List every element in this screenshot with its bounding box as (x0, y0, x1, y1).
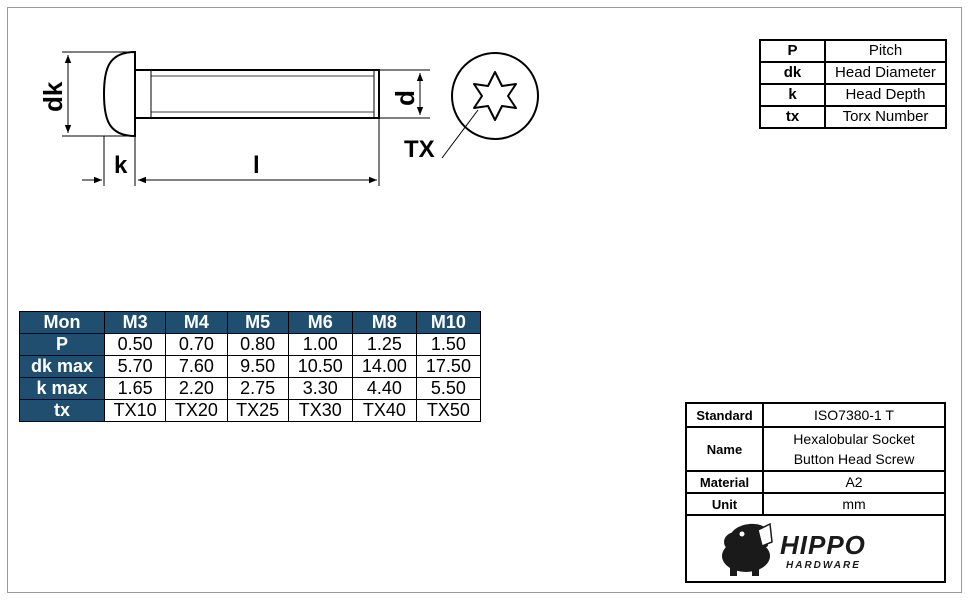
d-label: d (390, 90, 420, 106)
spec-cell: 1.00 (287, 333, 353, 356)
size-header: M6 (287, 311, 353, 334)
info-row: Unit mm (685, 492, 946, 516)
spec-cell: TX40 (351, 399, 417, 422)
spec-row: k max 1.65 2.20 2.75 3.30 4.40 5.50 (19, 377, 482, 400)
spec-table: Mon M3 M4 M5 M6 M8 M10 P 0.50 0.70 0.80 … (19, 311, 482, 422)
spec-cell: 0.80 (226, 333, 289, 356)
info-row: Name Hexalobular Socket Button Head Scre… (685, 426, 946, 472)
material-key: Material (685, 470, 764, 494)
info-row: Standard ISO7380-1 T (685, 402, 946, 428)
spec-cell: 14.00 (351, 355, 417, 378)
size-header: M5 (226, 311, 289, 334)
spec-cell: 5.50 (415, 377, 482, 400)
torx-head-view (451, 52, 539, 140)
brand-tagline: HARDWARE (786, 560, 861, 571)
spec-cell: 2.75 (226, 377, 289, 400)
screw-head (102, 50, 136, 138)
info-row: Material A2 (685, 470, 946, 494)
spec-cell: 0.50 (103, 333, 167, 356)
torx-star-icon (473, 71, 517, 121)
title-block: Standard ISO7380-1 T Name Hexalobular So… (685, 402, 946, 583)
spec-row: tx TX10 TX20 TX25 TX30 TX40 TX50 (19, 399, 482, 422)
spec-cell: 17.50 (415, 355, 482, 378)
tx-label: TX (404, 136, 435, 163)
spec-cell: TX50 (415, 399, 482, 422)
unit-value: mm (762, 492, 946, 516)
legend-meaning: Head Depth (824, 83, 947, 107)
legend-symbol: dk (759, 61, 826, 85)
spec-cell: 4.40 (351, 377, 417, 400)
brand-name: HIPPO (780, 530, 866, 560)
material-value: A2 (762, 470, 946, 494)
brand-logo: HIPPO HARDWARE (685, 514, 946, 583)
name-value: Hexalobular Socket Button Head Screw (762, 426, 946, 472)
spec-header-row: Mon M3 M4 M5 M6 M8 M10 (19, 311, 482, 334)
legend-symbol: k (759, 83, 826, 107)
name-key: Name (685, 426, 764, 472)
size-header: M8 (351, 311, 417, 334)
standard-value: ISO7380-1 T (762, 402, 946, 428)
legend-meaning: Head Diameter (824, 61, 947, 85)
logo-row: HIPPO HARDWARE (685, 514, 946, 583)
spec-row-label: k max (19, 377, 105, 400)
spec-cell: TX25 (226, 399, 289, 422)
k-label: k (114, 152, 128, 179)
name-line-1: Hexalobular Socket (793, 431, 915, 447)
size-header: M10 (415, 311, 482, 334)
hippo-logo-icon: HIPPO HARDWARE (721, 522, 866, 576)
l-label: l (253, 152, 260, 179)
name-line-2: Button Head Screw (793, 451, 915, 467)
spec-cell: 1.50 (415, 333, 482, 356)
legend-symbol: tx (759, 105, 826, 129)
spec-row-label: P (19, 333, 105, 356)
spec-cell: TX30 (287, 399, 353, 422)
drawing-frame (7, 7, 962, 593)
spec-cell: 7.60 (165, 355, 228, 378)
spec-cell: 1.65 (103, 377, 167, 400)
spec-cell: 5.70 (103, 355, 167, 378)
legend-meaning: Pitch (824, 39, 947, 63)
spec-cell: TX10 (103, 399, 167, 422)
spec-cell: 1.25 (351, 333, 417, 356)
legend-meaning: Torx Number (824, 105, 947, 129)
spec-row-label: dk max (19, 355, 105, 378)
spec-cell: 3.30 (287, 377, 353, 400)
size-header: M4 (165, 311, 228, 334)
unit-key: Unit (685, 492, 764, 516)
standard-key: Standard (685, 402, 764, 428)
spec-cell: 0.70 (165, 333, 228, 356)
legend-symbol: P (759, 39, 826, 63)
size-header: M3 (103, 311, 167, 334)
spec-row: dk max 5.70 7.60 9.50 10.50 14.00 17.50 (19, 355, 482, 378)
spec-cell: 9.50 (226, 355, 289, 378)
spec-row-label: tx (19, 399, 105, 422)
dk-label: dk (38, 81, 68, 112)
spec-cell: 2.20 (165, 377, 228, 400)
screw-shank (134, 69, 380, 119)
spec-cell: 10.50 (287, 355, 353, 378)
spec-cell: TX20 (165, 399, 228, 422)
spec-corner: Mon (19, 311, 105, 334)
spec-row: P 0.50 0.70 0.80 1.00 1.25 1.50 (19, 333, 482, 356)
